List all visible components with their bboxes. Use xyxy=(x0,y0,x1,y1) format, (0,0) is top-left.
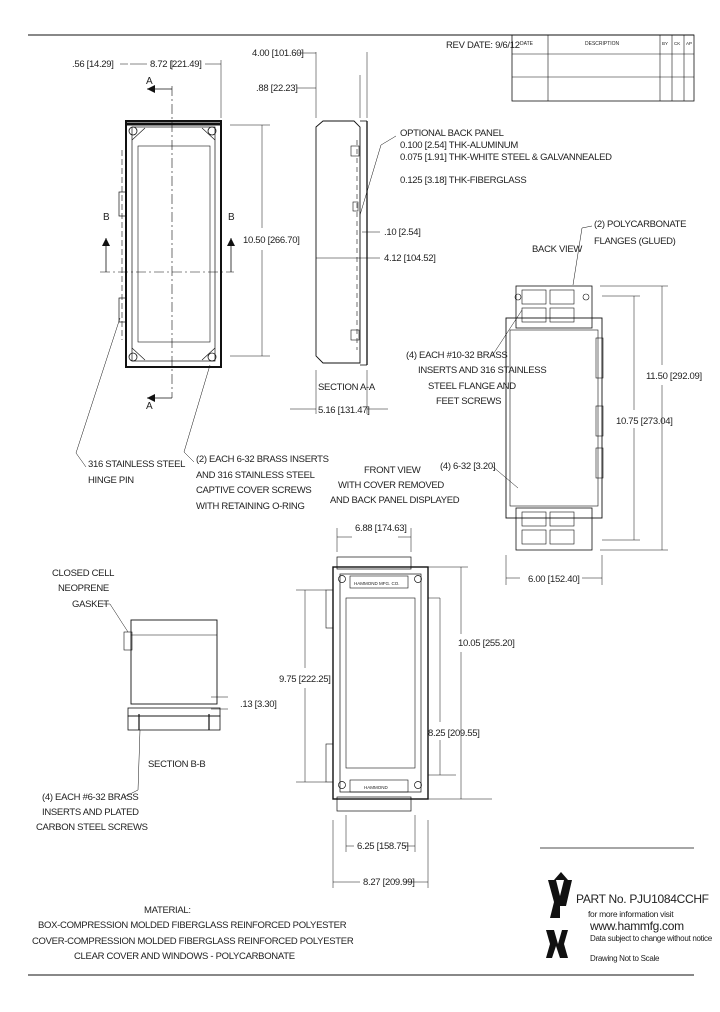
website-url: www.hammfg.com xyxy=(589,919,684,933)
rev-col-desc: DESCRIPTION xyxy=(585,41,620,47)
hinge-note: 316 STAINLESS STEEL HINGE PIN xyxy=(75,317,185,486)
dim-010: .10 [2.54] xyxy=(384,227,421,238)
gasket-line-2: NEOPRENE xyxy=(58,583,109,594)
captive-line-3: CAPTIVE COVER SCREWS xyxy=(196,485,311,496)
dim-827: 8.27 [209.99] xyxy=(363,877,415,888)
dim-013: .13 [3.30] xyxy=(240,699,277,710)
section-aa-label: SECTION A-A xyxy=(318,382,376,393)
dim-1150: 11.50 [292.09] xyxy=(646,371,702,382)
section-b-right-label: B xyxy=(228,212,235,223)
front-view-line-2: WITH COVER REMOVED xyxy=(338,480,444,491)
top-front-view: A A B B .56 [14.29] 8.72 [221.49] 10.50 … xyxy=(72,59,300,412)
dim-1005: 10.05 [255.20] xyxy=(458,638,515,649)
rev-col-ap: AP xyxy=(686,41,692,46)
section-aa-view: 4.00 [101.60] .88 [22.23] .10 [2.54] 4.1… xyxy=(252,48,436,416)
plated-line-2: INSERTS AND PLATED xyxy=(42,807,139,818)
dim-1075: 10.75 [273.04] xyxy=(616,416,673,427)
hammond-logo xyxy=(546,872,572,958)
front-view-line-3: AND BACK PANEL DISPLAYED xyxy=(330,495,460,506)
disclaimer-text: Data subject to change without notice xyxy=(590,934,713,943)
captive-screws-note: (2) EACH 6-32 BRASS INSERTS AND 316 STAI… xyxy=(183,364,329,512)
back-panel-note: OPTIONAL BACK PANEL 0.100 [2.54] THK-ALU… xyxy=(400,128,612,186)
back-panel-line-4: 0.125 [3.18] THK-FIBERGLASS xyxy=(400,175,526,186)
captive-line-4: WITH RETAINING O-RING xyxy=(196,501,305,512)
brass10-line-3: STEEL FLANGE AND xyxy=(428,381,516,392)
dim-1050: 10.50 [266.70] xyxy=(243,235,300,246)
poly-flanges-line-1: (2) POLYCARBONATE xyxy=(594,219,686,230)
dim-400: 4.00 [101.60] xyxy=(252,48,304,59)
dim-088: .88 [22.23] xyxy=(256,83,298,94)
gasket-line-3: GASKET xyxy=(72,599,109,610)
material-cover: COVER-COMPRESSION MOLDED FIBERGLASS REIN… xyxy=(32,936,354,947)
dim-975: 9.75 [222.25] xyxy=(279,674,331,685)
dim-688: 6.88 [174.63] xyxy=(355,523,407,534)
section-bb-label: SECTION B-B xyxy=(148,759,205,770)
plated-line-1: (4) EACH #6-32 BRASS xyxy=(42,792,138,803)
revision-block: REV DATE: 9/6/12 DATE DESCRIPTION BY CK … xyxy=(446,34,695,102)
section-bb-view: .13 [3.30] SECTION B-B CLOSED CELL NEOPR… xyxy=(36,568,277,833)
dim-412: 4.12 [104.52] xyxy=(384,253,436,264)
dim-872: 8.72 [221.49] xyxy=(150,59,202,70)
plate-top-label: HAMMOND MFG. CO. xyxy=(354,581,400,586)
front-view: HAMMOND MFG. CO. HAMMOND 6.88 [174.63] 9… xyxy=(279,523,515,888)
scale-text: Drawing Not to Scale xyxy=(590,954,660,963)
brass10-line-2: INSERTS AND 316 STAINLESS xyxy=(418,365,546,376)
captive-line-1: (2) EACH 6-32 BRASS INSERTS xyxy=(196,454,329,465)
material-heading: MATERIAL: xyxy=(144,905,191,916)
front-view-label: FRONT VIEW WITH COVER REMOVED AND BACK P… xyxy=(330,465,460,506)
rev-date-label: REV DATE: 9/6/12 xyxy=(446,40,520,51)
title-block: PART No. PJU1084CCHF for more informatio… xyxy=(540,847,713,963)
material-box: BOX-COMPRESSION MOLDED FIBERGLASS REINFO… xyxy=(38,920,347,931)
captive-line-2: AND 316 STAINLESS STEEL xyxy=(196,470,315,481)
back-panel-line-2: 0.100 [2.54] THK-ALUMINUM xyxy=(400,140,518,151)
plate-bottom-label: HAMMOND xyxy=(364,785,388,790)
back-panel-line-3: 0.075 [1.91] THK-WHITE STEEL & GALVANNEA… xyxy=(400,152,612,163)
dim-600: 6.00 [152.40] xyxy=(528,574,580,585)
back-panel-line-1: OPTIONAL BACK PANEL xyxy=(400,128,504,139)
material-clear: CLEAR COVER AND WINDOWS - POLYCARBONATE xyxy=(74,951,295,962)
material-note: MATERIAL: BOX-COMPRESSION MOLDED FIBERGL… xyxy=(32,905,354,962)
brass10-line-4: FEET SCREWS xyxy=(436,396,501,407)
front-view-line-1: FRONT VIEW xyxy=(364,465,421,476)
rev-col-ck: CK xyxy=(674,41,680,46)
section-a-bottom-label: A xyxy=(146,401,153,412)
section-a-top-label: A xyxy=(146,76,153,87)
plated-line-3: CARBON STEEL SCREWS xyxy=(36,822,148,833)
dim-825: 8.25 [209.55] xyxy=(428,728,480,739)
gasket-line-1: CLOSED CELL xyxy=(52,568,114,579)
dim-056: .56 [14.29] xyxy=(72,59,114,70)
part-number: PART No. PJU1084CCHF xyxy=(576,892,709,906)
dim-632: (4) 6-32 [3.20] xyxy=(440,461,495,472)
poly-flanges-line-2: FLANGES (GLUED) xyxy=(594,236,676,247)
more-info-text: for more information visit xyxy=(588,909,674,919)
rev-col-date: DATE xyxy=(520,41,534,47)
rev-col-by: BY xyxy=(662,41,668,46)
back-view-label: BACK VIEW xyxy=(532,244,582,255)
hinge-line-1: 316 STAINLESS STEEL xyxy=(88,459,185,470)
back-view: (2) POLYCARBONATE FLANGES (GLUED) BACK V… xyxy=(406,219,702,585)
dim-516: 5.16 [131.47] xyxy=(318,405,370,416)
hinge-line-2: HINGE PIN xyxy=(88,475,134,486)
dim-625: 6.25 [158.75] xyxy=(357,841,409,852)
section-b-left-label: B xyxy=(103,212,110,223)
brass10-line-1: (4) EACH #10-32 BRASS xyxy=(406,350,507,361)
